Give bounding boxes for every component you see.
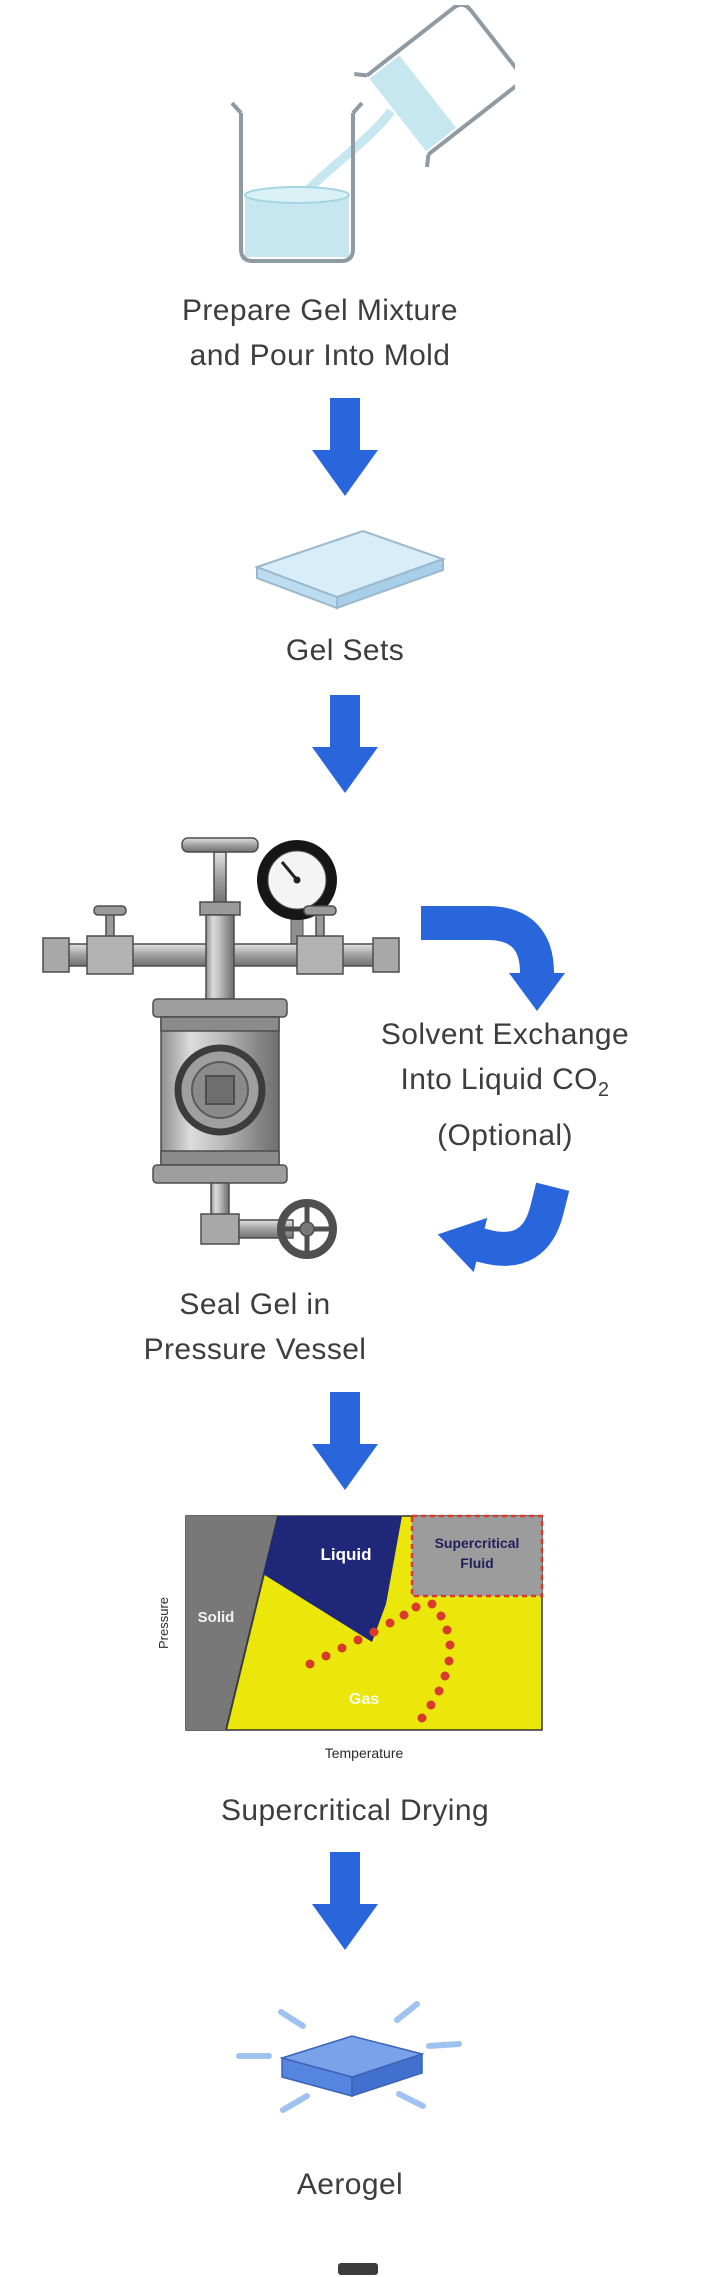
curved-arrow-right-down: [421, 906, 565, 1011]
step-label-prepare: Prepare Gel Mixture and Pour Into Mold: [95, 288, 545, 378]
drain-valve: [200, 1182, 337, 1259]
supercritical-region: [410, 1514, 544, 1598]
step-label-line: Pressure Vessel: [143, 1333, 367, 1366]
drying-path-dots: [305, 1599, 455, 1723]
aerogel-slab: [279, 2035, 425, 2098]
step-label-line: Supercritical Drying: [220, 1794, 490, 1827]
phase-diagram: Liquid Solid Supercritical Fluid Gas Pre…: [156, 1514, 544, 1761]
step-label-line: and Pour Into Mold: [189, 339, 451, 372]
step-label-line: Aerogel: [296, 2168, 404, 2201]
liquid-label: Liquid: [321, 1545, 372, 1564]
aerogel-illustration: [236, 2001, 462, 2113]
step-label-seal: Seal Gel in Pressure Vessel: [55, 1282, 455, 1372]
sight-window: [174, 1044, 266, 1136]
pour-beakers-illustration: [230, 5, 515, 263]
step-label-line: Gel Sets: [285, 634, 405, 667]
pour-stream: [297, 108, 395, 201]
step-label-line: Prepare Gel Mixture: [181, 294, 459, 327]
supercritical-label-line1: Supercritical: [435, 1535, 520, 1551]
down-arrow: [312, 398, 378, 496]
supercritical-label-line2: Fluid: [460, 1555, 493, 1571]
co2-text: Into Liquid CO: [400, 1063, 598, 1096]
solid-region: [186, 1516, 278, 1730]
step-label-drying: Supercritical Drying: [105, 1788, 605, 1833]
step-label-line: (Optional): [437, 1119, 573, 1152]
pressure-vessel-illustration: [42, 837, 400, 1259]
gel-slab-illustration: [254, 529, 446, 610]
down-arrow: [312, 695, 378, 793]
solid-label: Solid: [198, 1609, 235, 1626]
step-label-aerogel: Aerogel: [125, 2162, 575, 2207]
liquid-region: [263, 1516, 402, 1642]
x-axis-label: Temperature: [325, 1745, 404, 1761]
pouring-beaker: [354, 5, 515, 168]
top-valve-handle: [181, 837, 259, 916]
gas-label: Gas: [349, 1691, 379, 1708]
step-label-line: Into Liquid CO2: [350, 1057, 660, 1113]
step-label-line: Seal Gel in: [179, 1288, 331, 1321]
down-arrow: [312, 1852, 378, 1950]
step-label-solvent-exchange: Solvent Exchange Into Liquid CO2 (Option…: [350, 1012, 660, 1158]
shine-rays: [236, 2001, 462, 2113]
curved-arrow-down-left: [437, 1182, 570, 1273]
down-arrow: [312, 1392, 378, 1490]
y-axis-label: Pressure: [156, 1597, 171, 1649]
receiving-beaker: [230, 101, 364, 263]
step-label-gel-sets: Gel Sets: [145, 628, 545, 673]
step-label-line: Solvent Exchange: [380, 1018, 630, 1051]
cropped-watermark: [338, 2263, 378, 2275]
co2-subscript: 2: [597, 1079, 610, 1101]
pressure-gauge: [257, 840, 337, 947]
cross-fitting: [205, 914, 235, 1000]
